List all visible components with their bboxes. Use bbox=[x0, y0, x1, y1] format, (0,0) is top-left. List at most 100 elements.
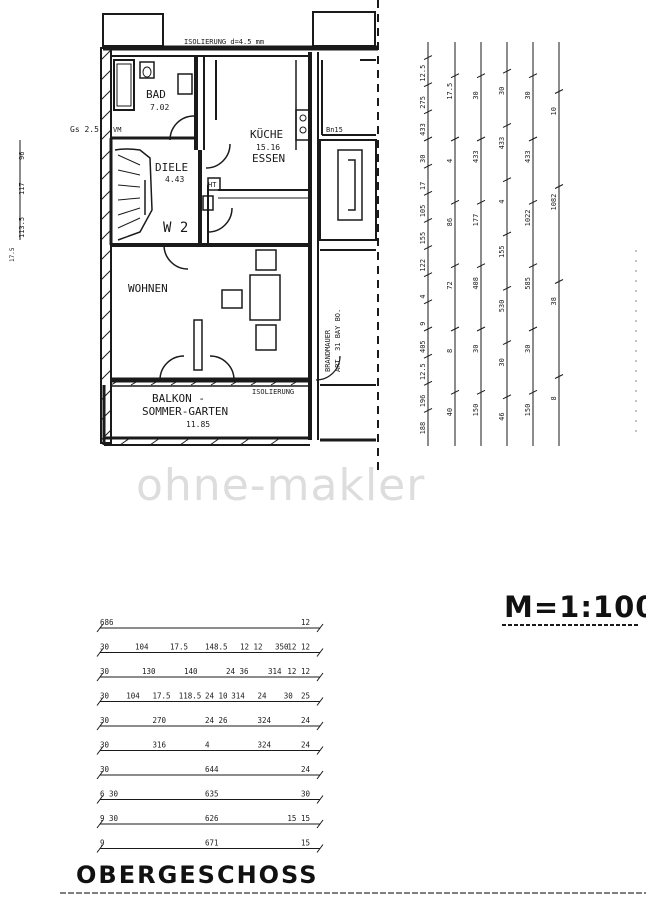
dim-tick bbox=[423, 190, 433, 196]
dim-value: 626 bbox=[205, 814, 219, 823]
dim-value: 6 30 bbox=[100, 790, 119, 799]
dim-value: 86 bbox=[446, 218, 454, 226]
dim-value: 122 bbox=[419, 259, 427, 272]
room-area-balkon: 11.85 bbox=[186, 420, 210, 429]
dim-value: 12 12 bbox=[287, 643, 310, 652]
dim-value: 4 bbox=[205, 741, 210, 750]
dim-value: 118.5 bbox=[179, 692, 202, 701]
dim-tick bbox=[450, 263, 460, 269]
dim-tick bbox=[96, 795, 104, 804]
dim-value: 275 bbox=[419, 96, 427, 109]
dim-value: 25 bbox=[301, 692, 310, 701]
dim-tick bbox=[528, 199, 538, 205]
room-label-bad: BAD bbox=[146, 88, 166, 101]
room-label-w2: W 2 bbox=[163, 220, 188, 236]
dim-value: 17.5 bbox=[446, 83, 454, 100]
dim-tick bbox=[96, 648, 104, 657]
dim-value: 1022 bbox=[524, 209, 532, 226]
bn-label: Bn15 bbox=[326, 126, 343, 134]
dim-tick bbox=[476, 263, 486, 269]
dim-value: 30 bbox=[301, 790, 311, 799]
dim-value: 433 bbox=[472, 150, 480, 163]
dim-tick bbox=[423, 82, 433, 88]
dim-value: 105 bbox=[419, 205, 427, 218]
dim-value: 9 bbox=[419, 322, 427, 326]
dim-value: 17.5 bbox=[170, 643, 188, 652]
dim-value: 46 bbox=[498, 412, 506, 420]
dim-tick bbox=[423, 326, 433, 332]
dim-value: 686 bbox=[100, 618, 114, 627]
dim-value: 177 bbox=[472, 214, 480, 227]
dim-value: 30 bbox=[100, 643, 110, 652]
dim-value: 12 12 bbox=[240, 643, 263, 652]
left-dimensions: 113.5 117 96 17.5 bbox=[9, 140, 26, 262]
ht-label: HT bbox=[208, 181, 217, 189]
dim-value: 130 bbox=[142, 667, 156, 676]
vm-label: VM bbox=[113, 126, 121, 134]
annotations: ISOLIERUNG d=4.5 mm ISOLIERUNG Gs 2.5 VM… bbox=[70, 38, 343, 396]
dim-value: 30 bbox=[524, 345, 532, 353]
dim-value: 24 bbox=[301, 765, 311, 774]
dim-tick bbox=[476, 136, 486, 142]
dim-value: 104 bbox=[126, 692, 140, 701]
dim-tick bbox=[476, 73, 486, 79]
room-label-balkon: BALKON - bbox=[152, 392, 205, 405]
dim-value: 530 bbox=[498, 300, 506, 313]
dim-tick bbox=[528, 73, 538, 79]
dim-tick bbox=[96, 746, 104, 755]
dim-tick bbox=[423, 163, 433, 169]
dim-value: 644 bbox=[205, 765, 219, 774]
gs-label: Gs 2.5 bbox=[70, 125, 99, 134]
dim-tick bbox=[423, 272, 433, 278]
dim-value: 350 bbox=[275, 643, 289, 652]
dim-value: 140 bbox=[184, 667, 198, 676]
dim-value: 12.5 bbox=[419, 65, 427, 82]
dim-value: 30 bbox=[419, 155, 427, 163]
dim-tick bbox=[423, 245, 433, 251]
dim-tick bbox=[316, 623, 324, 633]
dim-tick bbox=[554, 374, 564, 379]
dim-tick bbox=[528, 136, 538, 142]
left-dim-extra: 17.5 bbox=[9, 247, 16, 262]
dim-tick bbox=[450, 73, 460, 79]
room-label-diele: DIELE bbox=[155, 161, 188, 174]
dim-tick bbox=[96, 844, 104, 853]
dim-tick bbox=[316, 672, 324, 682]
dim-value: 104 bbox=[135, 643, 149, 652]
dim-tick bbox=[96, 672, 104, 682]
dim-value: 15 15 bbox=[287, 814, 310, 823]
dim-tick bbox=[423, 55, 433, 61]
left-dim-2: 117 bbox=[18, 182, 26, 195]
dim-value: 8 bbox=[446, 349, 454, 353]
dim-tick bbox=[316, 770, 324, 780]
dim-value: 150 bbox=[472, 404, 480, 417]
dim-tick bbox=[423, 380, 433, 386]
dim-value: 314 bbox=[231, 692, 245, 701]
dim-value: 270 bbox=[153, 716, 167, 725]
dim-value: 316 bbox=[153, 741, 167, 750]
dim-value: 324 bbox=[258, 741, 272, 750]
room-area-diele: 4.43 bbox=[165, 175, 184, 184]
walls bbox=[100, 0, 379, 470]
room-label-sommergarten: SOMMER-GARTEN bbox=[142, 405, 228, 418]
dim-value: 4 bbox=[446, 159, 454, 163]
scale-label: M=1:100 bbox=[504, 590, 646, 624]
dim-tick bbox=[96, 721, 104, 731]
room-label-wohnen: WOHNEN bbox=[128, 282, 168, 295]
dim-tick bbox=[476, 389, 486, 395]
dim-tick bbox=[316, 746, 324, 755]
dim-value: 30 bbox=[100, 741, 110, 750]
dim-tick bbox=[450, 199, 460, 205]
dim-value: 38 bbox=[550, 297, 558, 305]
dim-tick bbox=[423, 217, 433, 223]
dim-value: 196 bbox=[419, 395, 427, 408]
room-label-essen: ESSEN bbox=[252, 152, 285, 165]
dim-value: 12 bbox=[301, 618, 310, 627]
dim-tick bbox=[423, 136, 433, 142]
dim-value: 30 bbox=[100, 692, 110, 701]
dim-value: 324 bbox=[258, 716, 272, 725]
dim-value: 433 bbox=[524, 150, 532, 163]
brandmauer-ref-label: ART. 31 BAY BO. bbox=[334, 309, 342, 372]
dim-tick bbox=[423, 109, 433, 115]
